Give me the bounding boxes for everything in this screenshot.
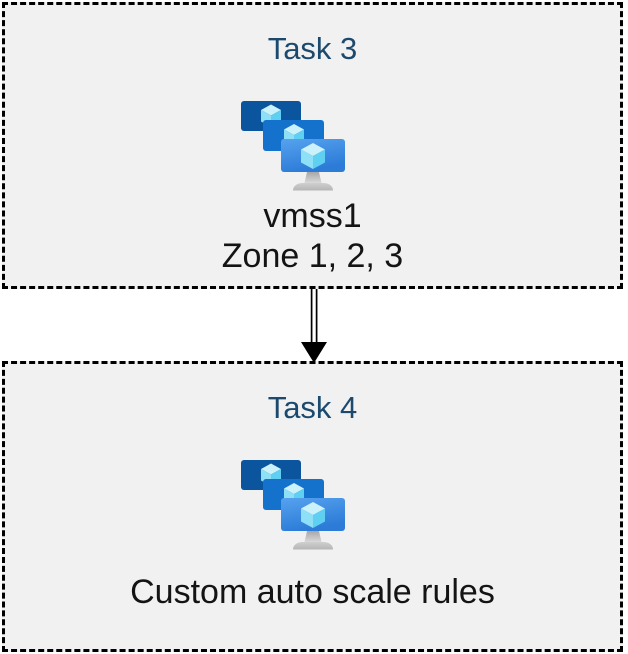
task4-title: Task 4: [267, 390, 358, 425]
cube-glyph: [300, 502, 325, 528]
task4-caption-line1: Custom auto scale rules: [130, 573, 495, 611]
task4-box: Task 4: [2, 361, 623, 652]
task3-box: Task 3: [2, 2, 623, 289]
vm-scale-sets-icon: [240, 101, 345, 191]
task3-caption-line2: Zone 1, 2, 3: [221, 237, 404, 275]
arrow-down-icon: [301, 289, 327, 363]
task3-title: Task 3: [267, 31, 358, 66]
task3-caption: vmss1 Zone 1, 2, 3: [5, 196, 620, 276]
task3-caption-line1: vmss1: [263, 197, 362, 235]
task4-caption: Custom auto scale rules: [5, 572, 620, 612]
vm-scale-sets-icon: [240, 460, 345, 550]
cube-glyph: [300, 143, 325, 169]
